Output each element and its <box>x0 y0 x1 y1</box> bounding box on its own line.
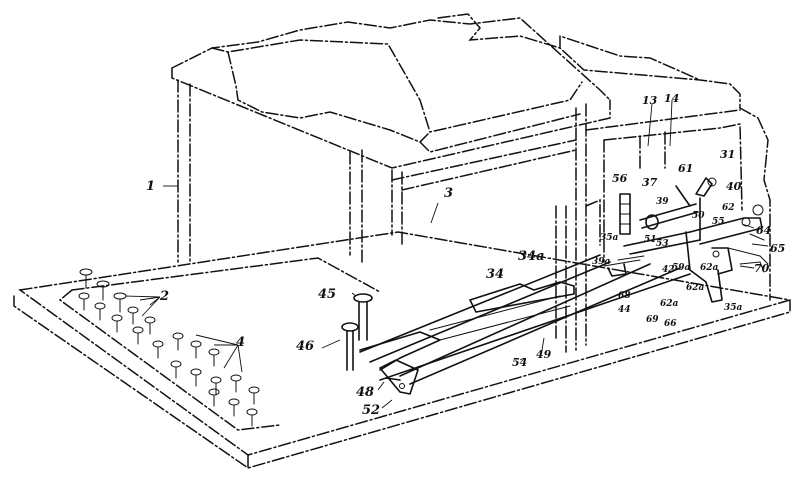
label-68: 68 <box>618 291 631 301</box>
label-50: 50 <box>692 211 705 221</box>
base-plate <box>13 231 791 469</box>
label-62a: 62a <box>700 263 719 273</box>
label-52: 52 <box>362 403 380 418</box>
label-65: 65 <box>770 242 785 255</box>
key-buttons <box>78 268 260 427</box>
label-54: 54 <box>512 356 527 369</box>
label-69: 69 <box>646 315 659 325</box>
label-1: 1 <box>146 179 155 194</box>
label-44: 44 <box>618 305 631 315</box>
label-37: 37 <box>642 176 658 189</box>
label-34: 34 <box>486 267 504 282</box>
label-66: 66 <box>664 319 677 329</box>
label-2: 2 <box>159 289 169 304</box>
label-56: 56 <box>612 172 628 185</box>
label-51: 51 <box>644 235 657 245</box>
label-4: 4 <box>236 335 245 350</box>
label-53: 53 <box>656 239 669 249</box>
label-55: 55 <box>712 217 725 227</box>
label-62a-second: 62a <box>686 283 705 293</box>
label-39a: 39a <box>592 257 611 267</box>
label-42: 42 <box>662 265 675 275</box>
label-61: 61 <box>678 162 693 175</box>
label-35a-lower: 35a <box>724 303 743 313</box>
label-64: 64 <box>756 224 771 237</box>
leader-lines <box>125 99 769 409</box>
reference-numerals: 1 2 3 4 13 14 31 34 34a 35a 35a 37 39 39… <box>146 92 785 418</box>
left-key-panel <box>58 257 381 431</box>
label-62: 62 <box>722 203 735 213</box>
label-31: 31 <box>720 148 735 161</box>
label-13: 13 <box>642 94 658 107</box>
label-49: 49 <box>536 348 552 361</box>
typewriter-outline <box>171 13 771 353</box>
label-70: 70 <box>754 262 770 275</box>
label-3: 3 <box>444 186 453 201</box>
label-34a: 34a <box>518 249 545 264</box>
linkage-mechanism <box>341 177 769 395</box>
label-39: 39 <box>656 197 669 207</box>
label-40: 40 <box>726 180 742 193</box>
label-45: 45 <box>318 287 336 302</box>
label-48: 48 <box>356 385 374 400</box>
label-46: 46 <box>296 339 314 354</box>
label-35a: 35a <box>600 233 619 243</box>
label-62a-third: 62a <box>660 299 679 309</box>
label-14: 14 <box>664 92 679 105</box>
label-59a: 59a <box>672 263 691 273</box>
